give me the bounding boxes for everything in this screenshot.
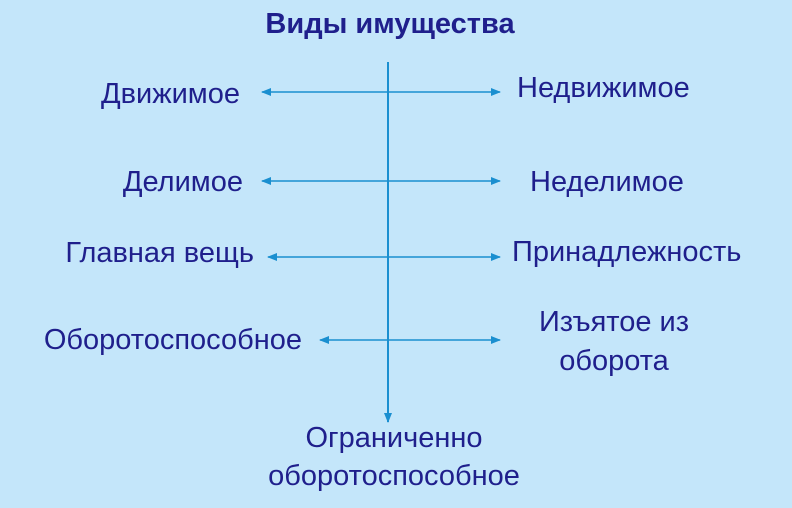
label-immovable: Недвижимое <box>517 72 690 104</box>
label-movable: Движимое <box>100 78 240 110</box>
diagram-title: Виды имущества <box>265 8 515 40</box>
label-divisible: Делимое <box>122 166 243 198</box>
label-limited-line1: Ограниченно <box>305 422 483 454</box>
label-indivisible: Неделимое <box>530 166 684 198</box>
label-principal-thing: Главная вещь <box>65 237 254 269</box>
label-limited-line2: оборотоспособное <box>268 460 520 492</box>
label-withdrawn-line1: Изъятое из <box>538 306 690 338</box>
label-withdrawn-line2: оборота <box>559 345 669 377</box>
label-accessory: Принадлежность <box>512 236 742 268</box>
label-circulating: Оборотоспособное <box>43 324 302 356</box>
